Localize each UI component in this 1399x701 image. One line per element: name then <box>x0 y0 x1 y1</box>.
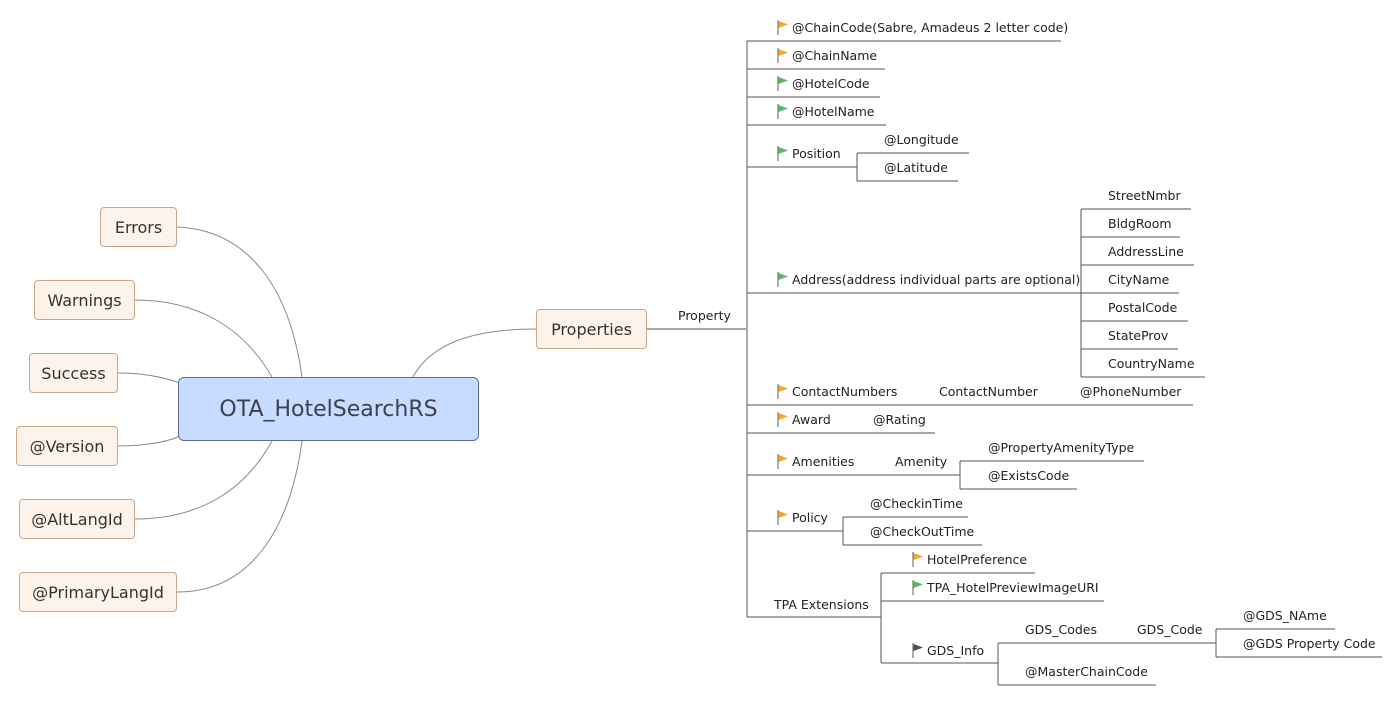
root-title: OTA_HotelSearchRS <box>219 396 438 422</box>
node-address-part[interactable]: StreetNmbr <box>1108 188 1181 203</box>
branch-version[interactable]: @Version <box>16 426 118 466</box>
node-gds-property-code[interactable]: @GDS Property Code <box>1243 636 1376 651</box>
flag-orange-icon <box>777 20 788 35</box>
flag-orange-icon <box>777 48 788 63</box>
node-address-part[interactable]: AddressLine <box>1108 244 1184 259</box>
branch-primarylangid[interactable]: @PrimaryLangId <box>19 572 177 612</box>
branch-version-label: @Version <box>29 436 105 456</box>
branch-properties[interactable]: Properties <box>536 309 647 349</box>
node-gds-name[interactable]: @GDS_NAme <box>1243 608 1327 623</box>
node-address[interactable]: Address(address individual parts are opt… <box>792 272 1081 287</box>
node-contact-number[interactable]: ContactNumber <box>939 384 1038 399</box>
flag-orange-icon <box>777 510 788 525</box>
branch-success-label: Success <box>41 363 106 383</box>
node-property[interactable]: Property <box>678 308 731 323</box>
branch-errors[interactable]: Errors <box>100 207 177 247</box>
node-checkout-time[interactable]: @CheckOutTime <box>870 524 975 539</box>
node-gds-code[interactable]: GDS_Code <box>1137 622 1203 637</box>
flag-green-icon <box>777 104 788 119</box>
node-chain-name[interactable]: @ChainName <box>792 48 878 63</box>
node-chain-code[interactable]: @ChainCode(Sabre, Amadeus 2 letter code) <box>792 20 1069 35</box>
branch-success[interactable]: Success <box>29 353 118 393</box>
node-hotel-name[interactable]: @HotelName <box>792 104 875 119</box>
flag-orange-icon <box>912 552 923 567</box>
node-contact-numbers[interactable]: ContactNumbers <box>792 384 898 399</box>
node-exists-code[interactable]: @ExistsCode <box>988 468 1070 483</box>
node-gds-codes[interactable]: GDS_Codes <box>1025 622 1098 637</box>
node-gds-info[interactable]: GDS_Info <box>927 643 985 658</box>
branch-warnings-label: Warnings <box>47 290 122 310</box>
node-address-part[interactable]: CityName <box>1108 272 1170 287</box>
node-award[interactable]: Award <box>792 412 831 427</box>
branch-altlangid[interactable]: @AltLangId <box>19 499 135 539</box>
node-position[interactable]: Position <box>792 146 841 161</box>
flag-green-icon <box>777 146 788 161</box>
node-longitude[interactable]: @Longitude <box>884 132 959 147</box>
flag-green-icon <box>777 272 788 287</box>
node-address-part[interactable]: CountryName <box>1108 356 1195 371</box>
node-property-amenity-type[interactable]: @PropertyAmenityType <box>988 440 1135 455</box>
node-hotel-code[interactable]: @HotelCode <box>792 76 870 91</box>
flag-green-icon <box>912 580 923 595</box>
node-amenities[interactable]: Amenities <box>792 454 855 469</box>
flag-dark-icon <box>912 643 923 658</box>
branch-warnings[interactable]: Warnings <box>34 280 135 320</box>
branch-primarylangid-label: @PrimaryLangId <box>32 582 164 602</box>
node-address-part[interactable]: BldgRoom <box>1108 216 1172 231</box>
flag-green-icon <box>777 76 788 91</box>
branch-errors-label: Errors <box>114 217 163 237</box>
flag-orange-icon <box>777 412 788 427</box>
node-tpa-extensions[interactable]: TPA Extensions <box>774 597 869 612</box>
node-phone-number[interactable]: @PhoneNumber <box>1080 384 1182 399</box>
flag-orange-icon <box>777 454 788 469</box>
node-address-part[interactable]: PostalCode <box>1108 300 1178 315</box>
node-policy[interactable]: Policy <box>792 510 828 525</box>
node-address-part[interactable]: StateProv <box>1108 328 1169 343</box>
node-hotel-preference[interactable]: HotelPreference <box>927 552 1028 567</box>
branch-altlangid-label: @AltLangId <box>31 509 123 529</box>
node-latitude[interactable]: @Latitude <box>884 160 948 175</box>
node-amenity[interactable]: Amenity <box>895 454 948 469</box>
node-master-chain-code[interactable]: @MasterChainCode <box>1025 664 1148 679</box>
node-tpa-hotel-preview-image[interactable]: TPA_HotelPreviewImageURI <box>927 580 1099 595</box>
root-node[interactable]: OTA_HotelSearchRS <box>178 377 479 441</box>
flag-orange-icon <box>777 384 788 399</box>
node-checkin-time[interactable]: @CheckinTime <box>870 496 963 511</box>
branch-properties-label: Properties <box>551 319 632 339</box>
node-rating[interactable]: @Rating <box>873 412 926 427</box>
